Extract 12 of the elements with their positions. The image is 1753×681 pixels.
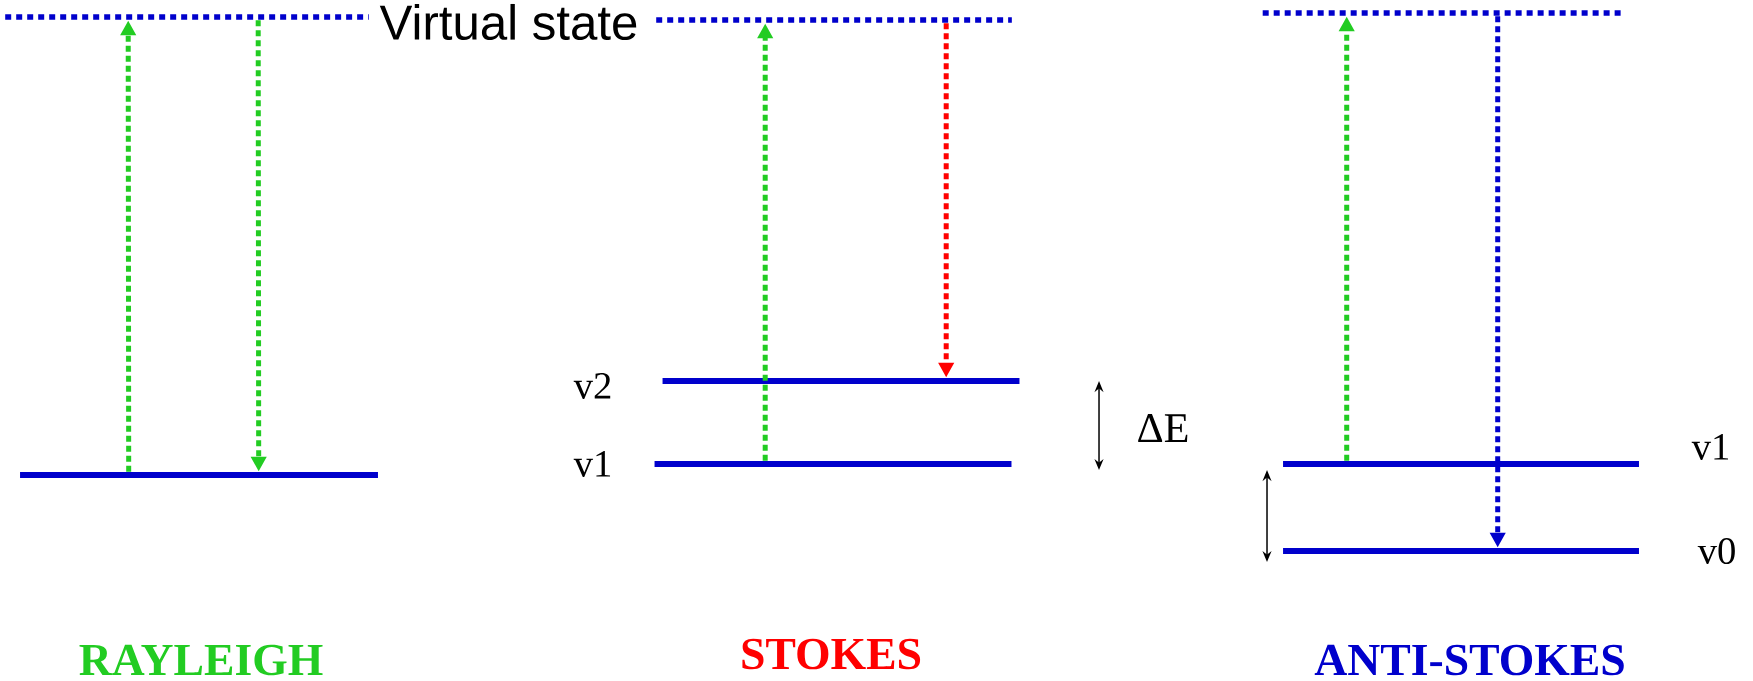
level-label: v1 xyxy=(573,451,610,477)
state-label: Virtual state xyxy=(379,3,637,41)
energy-label: ΔE xyxy=(1138,414,1188,442)
process-title: ANTI-STOKES xyxy=(1314,644,1624,676)
process-title: STOKES xyxy=(742,638,921,670)
virtual-level-line xyxy=(5,14,369,20)
virtual-level-line xyxy=(1262,10,1622,16)
level-label: v2 xyxy=(573,373,611,399)
level-label: v0 xyxy=(1697,537,1735,565)
virtual-level-line xyxy=(656,17,1012,23)
level-label: v1 xyxy=(1691,434,1728,460)
process-title: RAYLEIGH xyxy=(79,644,323,676)
